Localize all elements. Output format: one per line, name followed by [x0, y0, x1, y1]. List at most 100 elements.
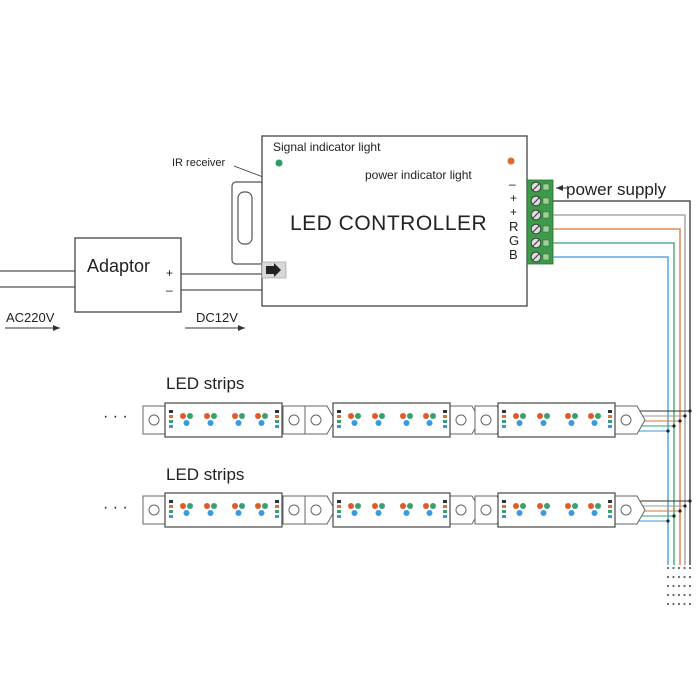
ir-receiver-label: IR receiver: [172, 157, 226, 169]
contact-pad: [337, 510, 341, 513]
connector-hole: [148, 504, 160, 516]
connector-hole: [480, 414, 492, 426]
output-wires: [553, 200, 691, 565]
led-red: [348, 413, 354, 419]
connector-hole: [288, 504, 300, 516]
led-red: [565, 413, 571, 419]
connector-hole: [620, 414, 632, 426]
strip-dots-1: · · ·: [103, 408, 128, 425]
power-indicator-label: power indicator light: [365, 168, 472, 182]
contact-pad: [169, 410, 173, 413]
terminal-slot: [542, 183, 550, 191]
contact-pad: [443, 420, 447, 423]
wire-junction: [678, 419, 682, 423]
terminal-slot: [542, 253, 550, 261]
contact-pad: [275, 510, 279, 513]
continuation-dots: [666, 566, 692, 606]
terminal-slot: [542, 211, 550, 219]
continuation-dot: [666, 575, 670, 579]
contact-pad: [337, 410, 341, 413]
controller-box: [261, 135, 528, 307]
terminal-screw-slot: [532, 253, 540, 261]
contact-pad: [502, 420, 506, 423]
continuation-dot: [672, 593, 675, 597]
led-blue: [258, 420, 265, 426]
led-green: [187, 413, 193, 419]
wire-red: [553, 228, 681, 565]
contact-pad: [275, 415, 279, 418]
led-blue: [568, 510, 575, 516]
led-green: [544, 413, 550, 419]
led-blue: [235, 510, 242, 516]
continuation-dot: [666, 566, 670, 570]
led-strip-segment: [164, 492, 283, 528]
terminal-slot: [542, 197, 550, 205]
led-blue: [403, 510, 410, 516]
terminal-label-pos1: +: [510, 191, 517, 205]
led-red: [565, 503, 571, 509]
led-green: [262, 503, 268, 509]
wire-junction: [672, 514, 676, 518]
led-blue: [207, 510, 214, 516]
led-blue: [403, 420, 410, 426]
led-red: [423, 503, 429, 509]
led-green: [239, 413, 245, 419]
led-green: [544, 503, 550, 509]
terminal-label-neg: –: [509, 177, 516, 191]
power-indicator-light: [507, 157, 515, 165]
ac-input-wires: [0, 270, 75, 288]
continuation-dot: [683, 602, 686, 606]
wire-junction: [678, 509, 682, 513]
contact-pad: [502, 500, 506, 503]
led-blue: [375, 510, 382, 516]
contact-pad: [502, 515, 506, 518]
led-blue: [426, 420, 433, 426]
terminal-labels: – + + R G B: [509, 177, 519, 262]
led-red: [255, 503, 261, 509]
contact-pad: [169, 505, 173, 508]
led-blue: [426, 510, 433, 516]
led-strip-segment: [332, 402, 451, 438]
contact-pad: [275, 500, 279, 503]
wire-junction: [666, 519, 670, 523]
continuation-dot: [666, 584, 670, 588]
wire-junction: [666, 429, 670, 433]
strip-label-2: LED strips: [166, 465, 244, 484]
connector-hole: [310, 414, 322, 426]
strip-label-1: LED strips: [166, 374, 244, 393]
led-red: [180, 503, 186, 509]
led-red: [400, 503, 406, 509]
terminal-block-body: [526, 179, 554, 265]
contact-pad: [502, 415, 506, 418]
contact-pad: [608, 425, 612, 428]
led-strip-segment: [497, 492, 616, 528]
ir-pointer: [233, 165, 264, 178]
led-green: [211, 413, 217, 419]
contact-pad: [502, 510, 506, 513]
continuation-dot: [677, 575, 681, 579]
contact-pad: [275, 505, 279, 508]
terminal-screw-slot: [532, 225, 540, 233]
contact-pad: [337, 505, 341, 508]
contact-pad: [337, 515, 341, 518]
terminal-screw-slot: [532, 197, 540, 205]
power-supply-label: power supply: [566, 180, 667, 199]
contact-pad: [443, 505, 447, 508]
led-red: [537, 413, 543, 419]
contact-pad: [275, 420, 279, 423]
led-red: [204, 503, 210, 509]
connector-hole: [288, 414, 300, 426]
signal-indicator-light: [275, 159, 283, 167]
led-blue: [591, 510, 598, 516]
led-green: [520, 503, 526, 509]
led-green: [407, 413, 413, 419]
connector-hole: [310, 504, 322, 516]
connector-hole: [480, 504, 492, 516]
contact-pad: [169, 515, 173, 518]
led-blue: [258, 510, 265, 516]
led-blue: [591, 420, 598, 426]
contact-pad: [275, 410, 279, 413]
continuation-dot: [683, 593, 686, 597]
continuation-dot: [683, 566, 686, 570]
